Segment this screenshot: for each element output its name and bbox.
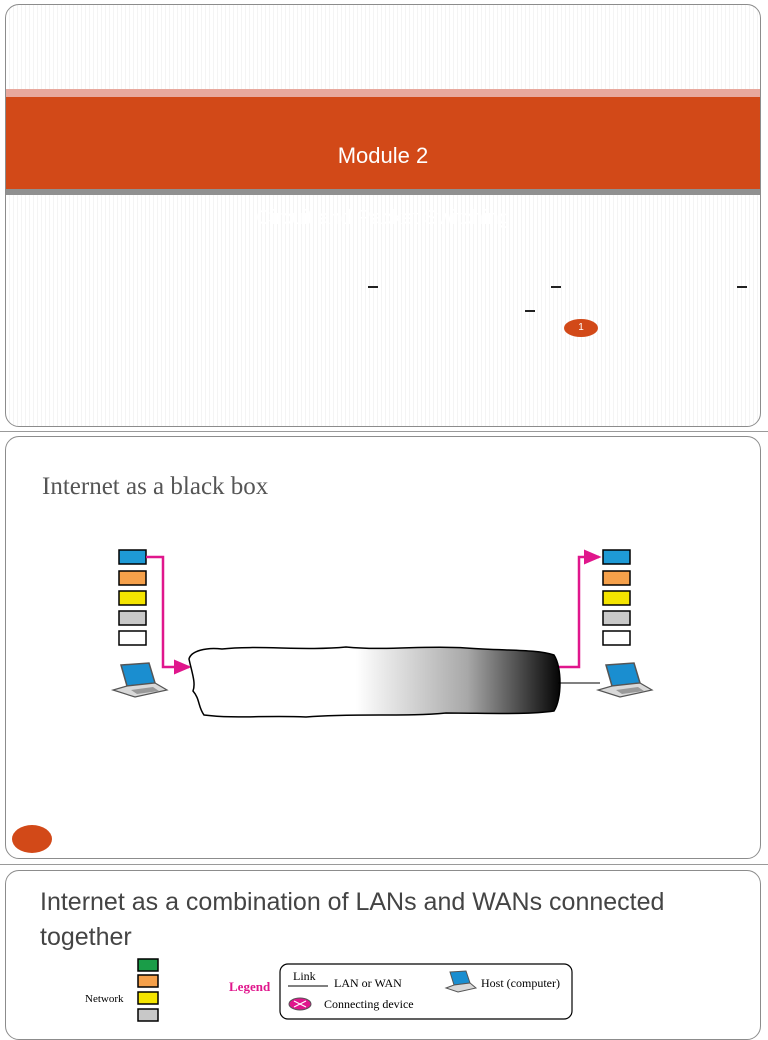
page-number-badge (12, 825, 52, 853)
slide-module-title: Module 2 Circuit and Packet Switching 1 (5, 4, 761, 427)
router-icon (288, 997, 312, 1011)
network-layer-stack (137, 958, 159, 1022)
page-number-badge: 1 (564, 319, 598, 337)
layer-box (137, 974, 159, 988)
slide-lans-wans: Internet as a combination of LANs and WA… (5, 870, 761, 1040)
data-flow-arrow (146, 555, 192, 675)
slide-title: Internet as a black box (42, 473, 269, 500)
dash-mark (368, 286, 378, 288)
host-computer-icon (444, 970, 478, 993)
network-diagram: Network Legend Link LAN or WAN Connectin… (85, 958, 573, 1022)
black-box-diagram (110, 549, 654, 718)
layer-box (118, 570, 147, 586)
laptop-icon (595, 662, 654, 698)
title-band-top-stripe (6, 89, 760, 97)
left-layer-stack (118, 549, 147, 646)
layer-box (118, 590, 147, 606)
layer-box (118, 630, 147, 646)
slide-divider (0, 864, 768, 865)
network-label: Network (85, 993, 124, 1005)
layer-box (602, 549, 631, 565)
module-subtitle: Circuit and Packet Switching (256, 207, 510, 229)
layer-box (137, 1008, 159, 1022)
title-band-bottom-stripe (6, 189, 760, 195)
dash-mark (525, 310, 535, 312)
legend-label: Legend (229, 979, 271, 994)
legend-box (279, 963, 573, 1020)
layer-box (602, 630, 631, 646)
data-flow-arrow (558, 549, 602, 669)
module-title: Module 2 (337, 143, 429, 168)
title-band (6, 97, 760, 189)
dash-mark (737, 286, 747, 288)
internet-black-box (188, 646, 561, 718)
layer-box (137, 991, 159, 1005)
layer-box (137, 958, 159, 972)
slide-title: Internet as a combination of LANs and WA… (40, 888, 665, 951)
layer-box (602, 610, 631, 626)
layer-box (602, 590, 631, 606)
layer-box (118, 549, 147, 565)
legend-link-label: Link (293, 969, 316, 983)
right-layer-stack (602, 549, 631, 646)
legend-connecting-device-label: Connecting device (324, 997, 414, 1011)
slide-internet-black-box: Internet as a black box (5, 436, 761, 859)
legend-host-label: Host (computer) (481, 976, 560, 990)
dash-mark (551, 286, 561, 288)
laptop-icon (110, 662, 169, 698)
layer-box (602, 570, 631, 586)
legend-lan-wan-label: LAN or WAN (334, 976, 402, 990)
layer-box (118, 610, 147, 626)
slide-divider (0, 431, 768, 432)
